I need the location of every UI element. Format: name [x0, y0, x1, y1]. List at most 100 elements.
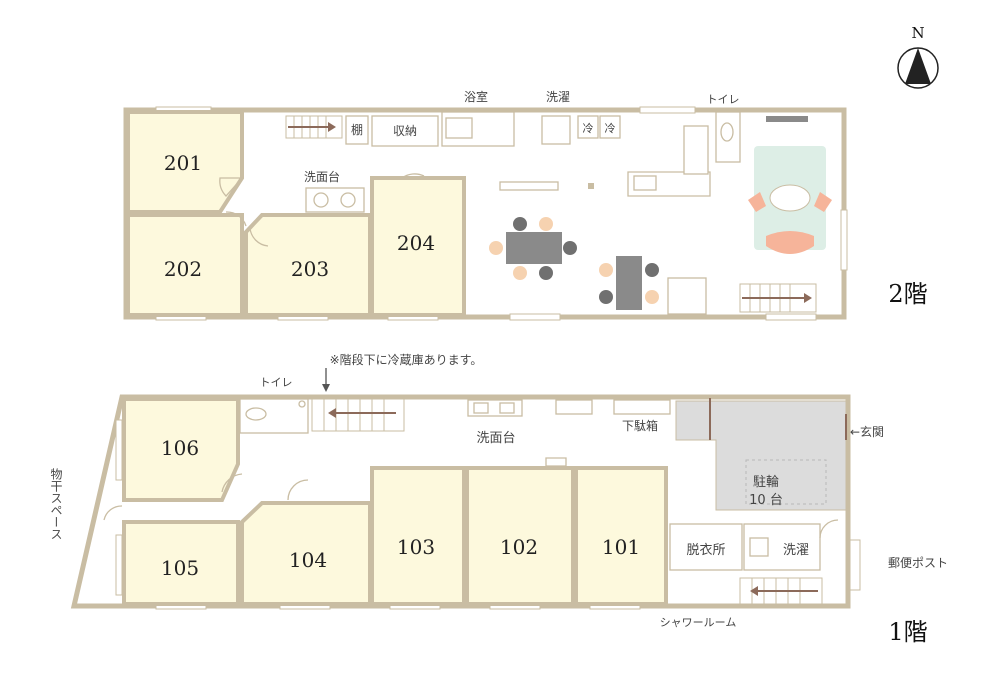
basin-icon — [473, 402, 489, 414]
room-number-101: 101 — [602, 535, 640, 559]
drying-space-text: 物干スペース — [49, 468, 63, 540]
hand-wash-icon — [298, 400, 306, 408]
mailbox-label: 郵便ポスト — [888, 556, 948, 570]
bike-count-label: 10 台 — [749, 493, 783, 508]
room-number-202: 202 — [164, 257, 202, 281]
dining-table-2 — [616, 256, 642, 310]
shower-label: シャワールーム — [660, 616, 737, 629]
room-number-201: 201 — [164, 151, 202, 175]
basin-icon — [340, 192, 356, 208]
room-106 — [122, 397, 240, 502]
cushion-icon — [748, 192, 766, 212]
room-number-102: 102 — [500, 535, 538, 559]
shelf-label: 棚 — [351, 122, 363, 137]
dining-table-1 — [506, 232, 562, 264]
drying-space-label: 物干スペース — [49, 468, 63, 540]
changing-room — [669, 523, 743, 571]
chair-icon — [563, 241, 577, 255]
chair-icon — [513, 217, 527, 231]
fridge-a-label: 冷 — [583, 122, 594, 135]
storage — [371, 115, 439, 147]
cabinet — [555, 399, 593, 415]
bench — [499, 181, 559, 191]
sink-2f-label: 洗面台 — [304, 169, 340, 184]
chair-icon — [645, 263, 659, 277]
bath-label: 浴室 — [464, 89, 488, 104]
basin-icon — [499, 402, 515, 414]
tv — [766, 116, 808, 122]
entrance-label: ←玄関 — [850, 424, 884, 439]
window — [509, 313, 561, 321]
sofa — [766, 231, 814, 254]
room-103 — [370, 466, 466, 606]
shoe-box-label: 下駄箱 — [622, 418, 658, 433]
note-arrow-icon — [322, 384, 330, 392]
room-number-104: 104 — [289, 548, 327, 572]
shelf — [345, 115, 369, 145]
shoe-box — [613, 399, 671, 415]
kitchen-sink-icon — [633, 175, 657, 191]
stairs-1f-lower — [739, 577, 823, 605]
toilet-icon — [245, 407, 267, 421]
room-204 — [370, 176, 466, 317]
bike-slot-outline — [745, 459, 827, 505]
stairs-arrow-icon — [328, 408, 336, 418]
room-number-103: 103 — [397, 535, 435, 559]
room-105 — [122, 520, 240, 606]
laundry-2f-label: 洗濯 — [546, 90, 570, 104]
compass: N — [897, 24, 939, 89]
mailbox-slot — [849, 539, 861, 591]
stairs-2f-lower — [667, 277, 817, 315]
fridge-note: ※階段下に冷蔵庫あります。 — [330, 352, 483, 367]
room-number-204: 204 — [397, 231, 435, 255]
stairs-arrow-icon — [328, 122, 336, 132]
washing-machine-icon — [541, 115, 571, 145]
stairs-arrow-icon — [804, 293, 812, 303]
toilet-1f-label: トイレ — [260, 376, 293, 389]
cushion-icon — [814, 192, 832, 212]
window — [115, 419, 123, 481]
door-104 — [287, 479, 309, 501]
compass-needle-icon — [905, 48, 931, 84]
floor-2: 201 202 203 204 棚 収納 洗面台 浴室 — [123, 89, 928, 321]
bathtub-icon — [445, 117, 473, 139]
door-204 — [401, 173, 425, 179]
storage-label: 収納 — [393, 124, 417, 138]
room-101 — [574, 466, 668, 606]
door-203 — [249, 227, 269, 247]
washing-machine-icon — [749, 537, 769, 557]
laundry-door — [819, 519, 839, 539]
fridge-b — [599, 115, 621, 139]
toilet-icon — [720, 122, 734, 142]
chair-icon — [513, 266, 527, 280]
window — [840, 209, 848, 271]
floor-2-label: 2階 — [888, 280, 927, 308]
room-102 — [465, 466, 575, 606]
compass-label: N — [911, 24, 924, 42]
room-201 — [126, 110, 244, 214]
changing-label: 脱衣所 — [686, 542, 725, 558]
stairs-1f-upper — [311, 398, 405, 432]
fridge-a — [577, 115, 599, 139]
vent — [545, 457, 567, 467]
fridge-b-label: 冷 — [605, 122, 616, 135]
chair-icon — [539, 217, 553, 231]
door-201 — [219, 177, 244, 197]
floor-1: ※階段下に冷蔵庫あります。 106 105 104 103 102 101 — [49, 352, 948, 646]
window — [765, 313, 817, 321]
laundry-1f-label: 洗濯 — [783, 543, 809, 558]
chair-icon — [599, 263, 613, 277]
low-table — [769, 184, 811, 212]
pillar — [588, 183, 594, 189]
kitchen-stove — [683, 125, 709, 175]
chair-icon — [599, 290, 613, 304]
stairs-2f-upper — [285, 115, 343, 139]
sink-1f-label: 洗面台 — [476, 431, 515, 446]
room-202 — [126, 213, 244, 317]
bike-label: 駐輪 — [753, 474, 779, 490]
stairs-arrow-icon — [750, 586, 758, 596]
floor-1-label: 1階 — [888, 618, 927, 646]
room-number-203: 203 — [291, 257, 329, 281]
chair-icon — [489, 241, 503, 255]
